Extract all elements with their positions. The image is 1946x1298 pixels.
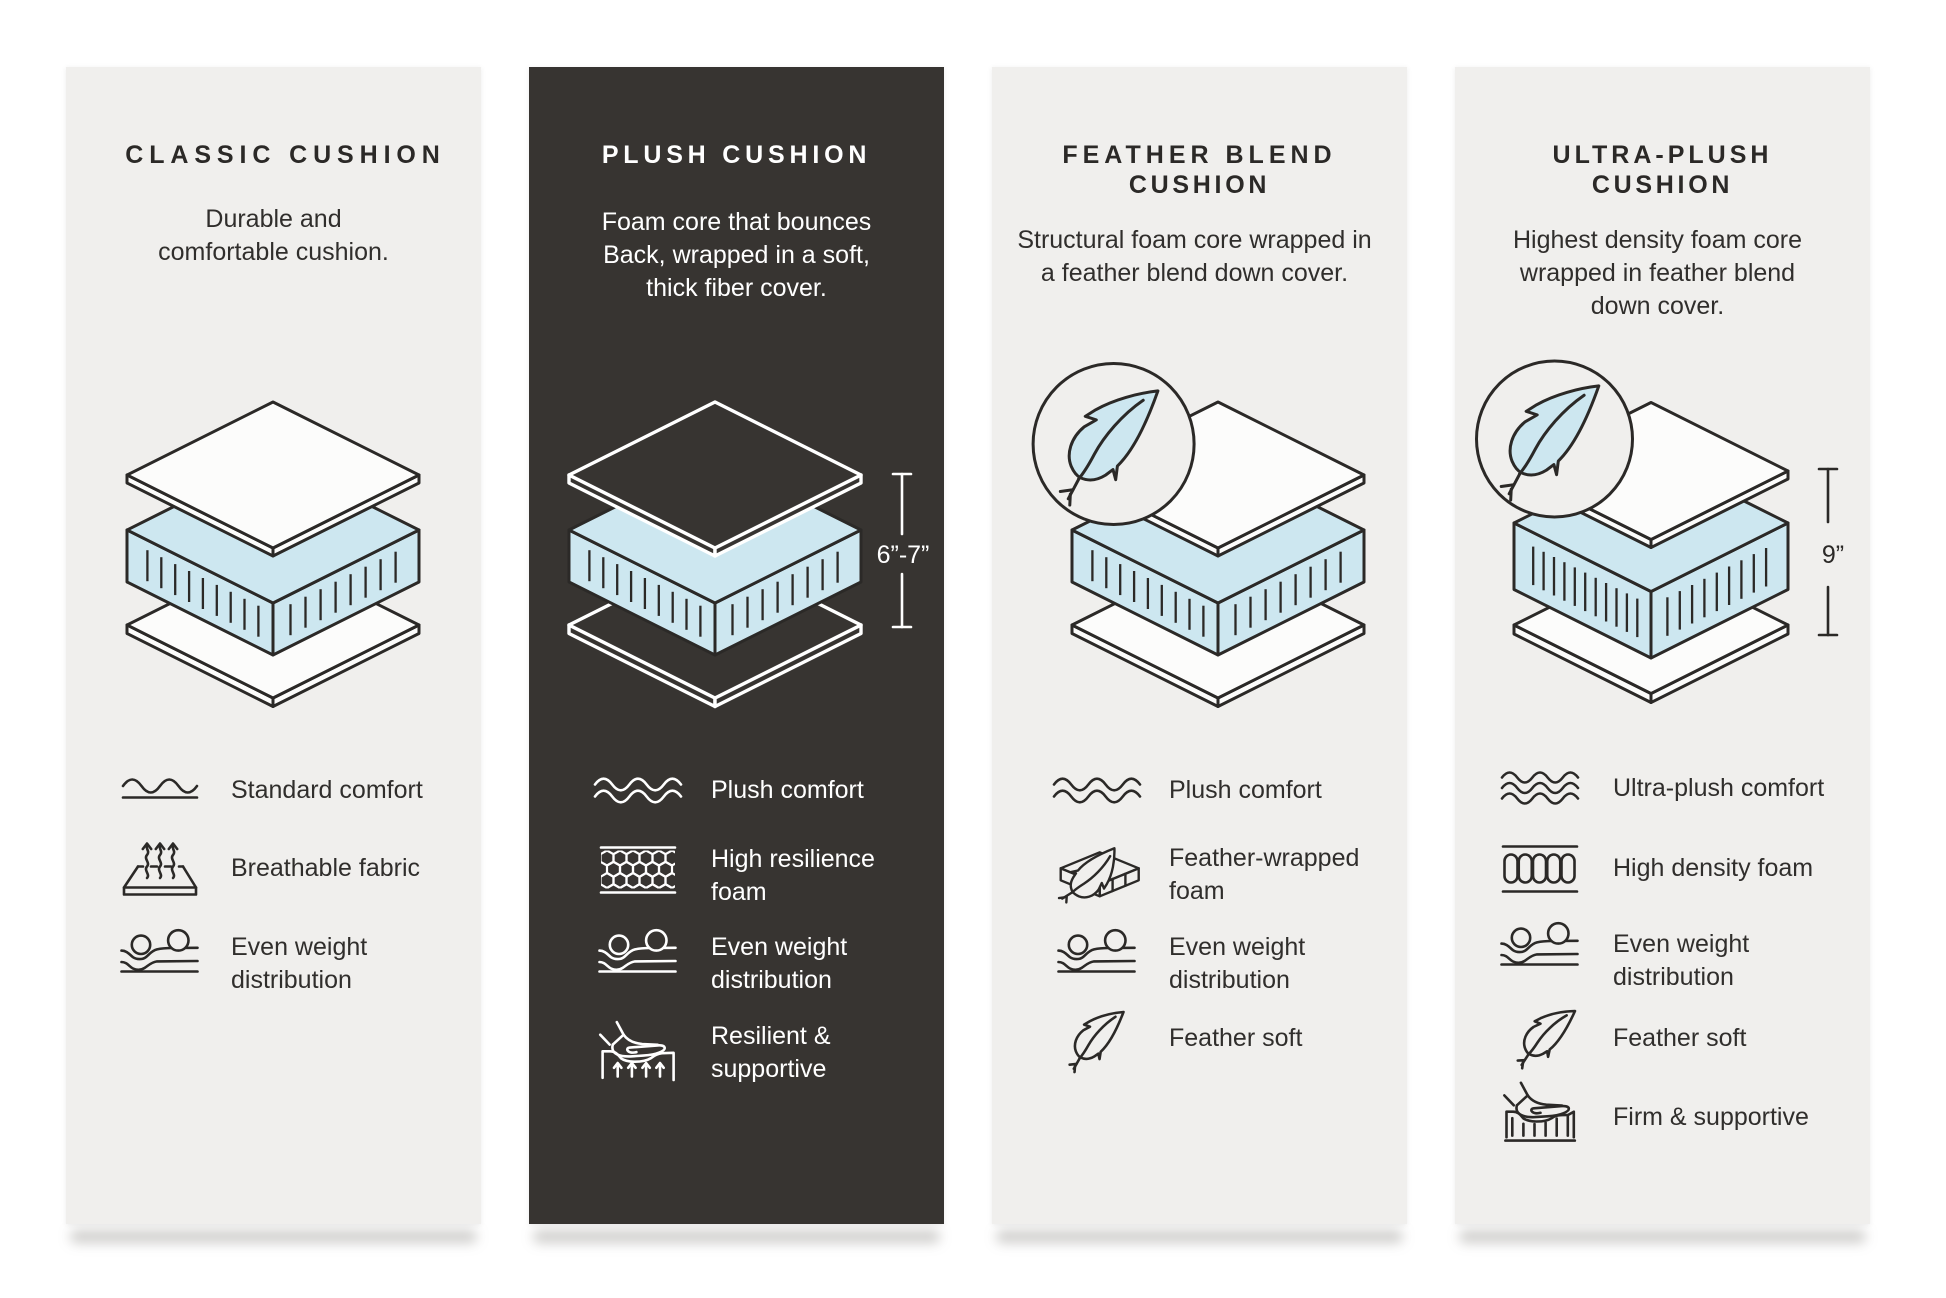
svg-text:6”-7”: 6”-7” (877, 541, 930, 569)
svg-text:9”: 9” (1822, 541, 1844, 569)
